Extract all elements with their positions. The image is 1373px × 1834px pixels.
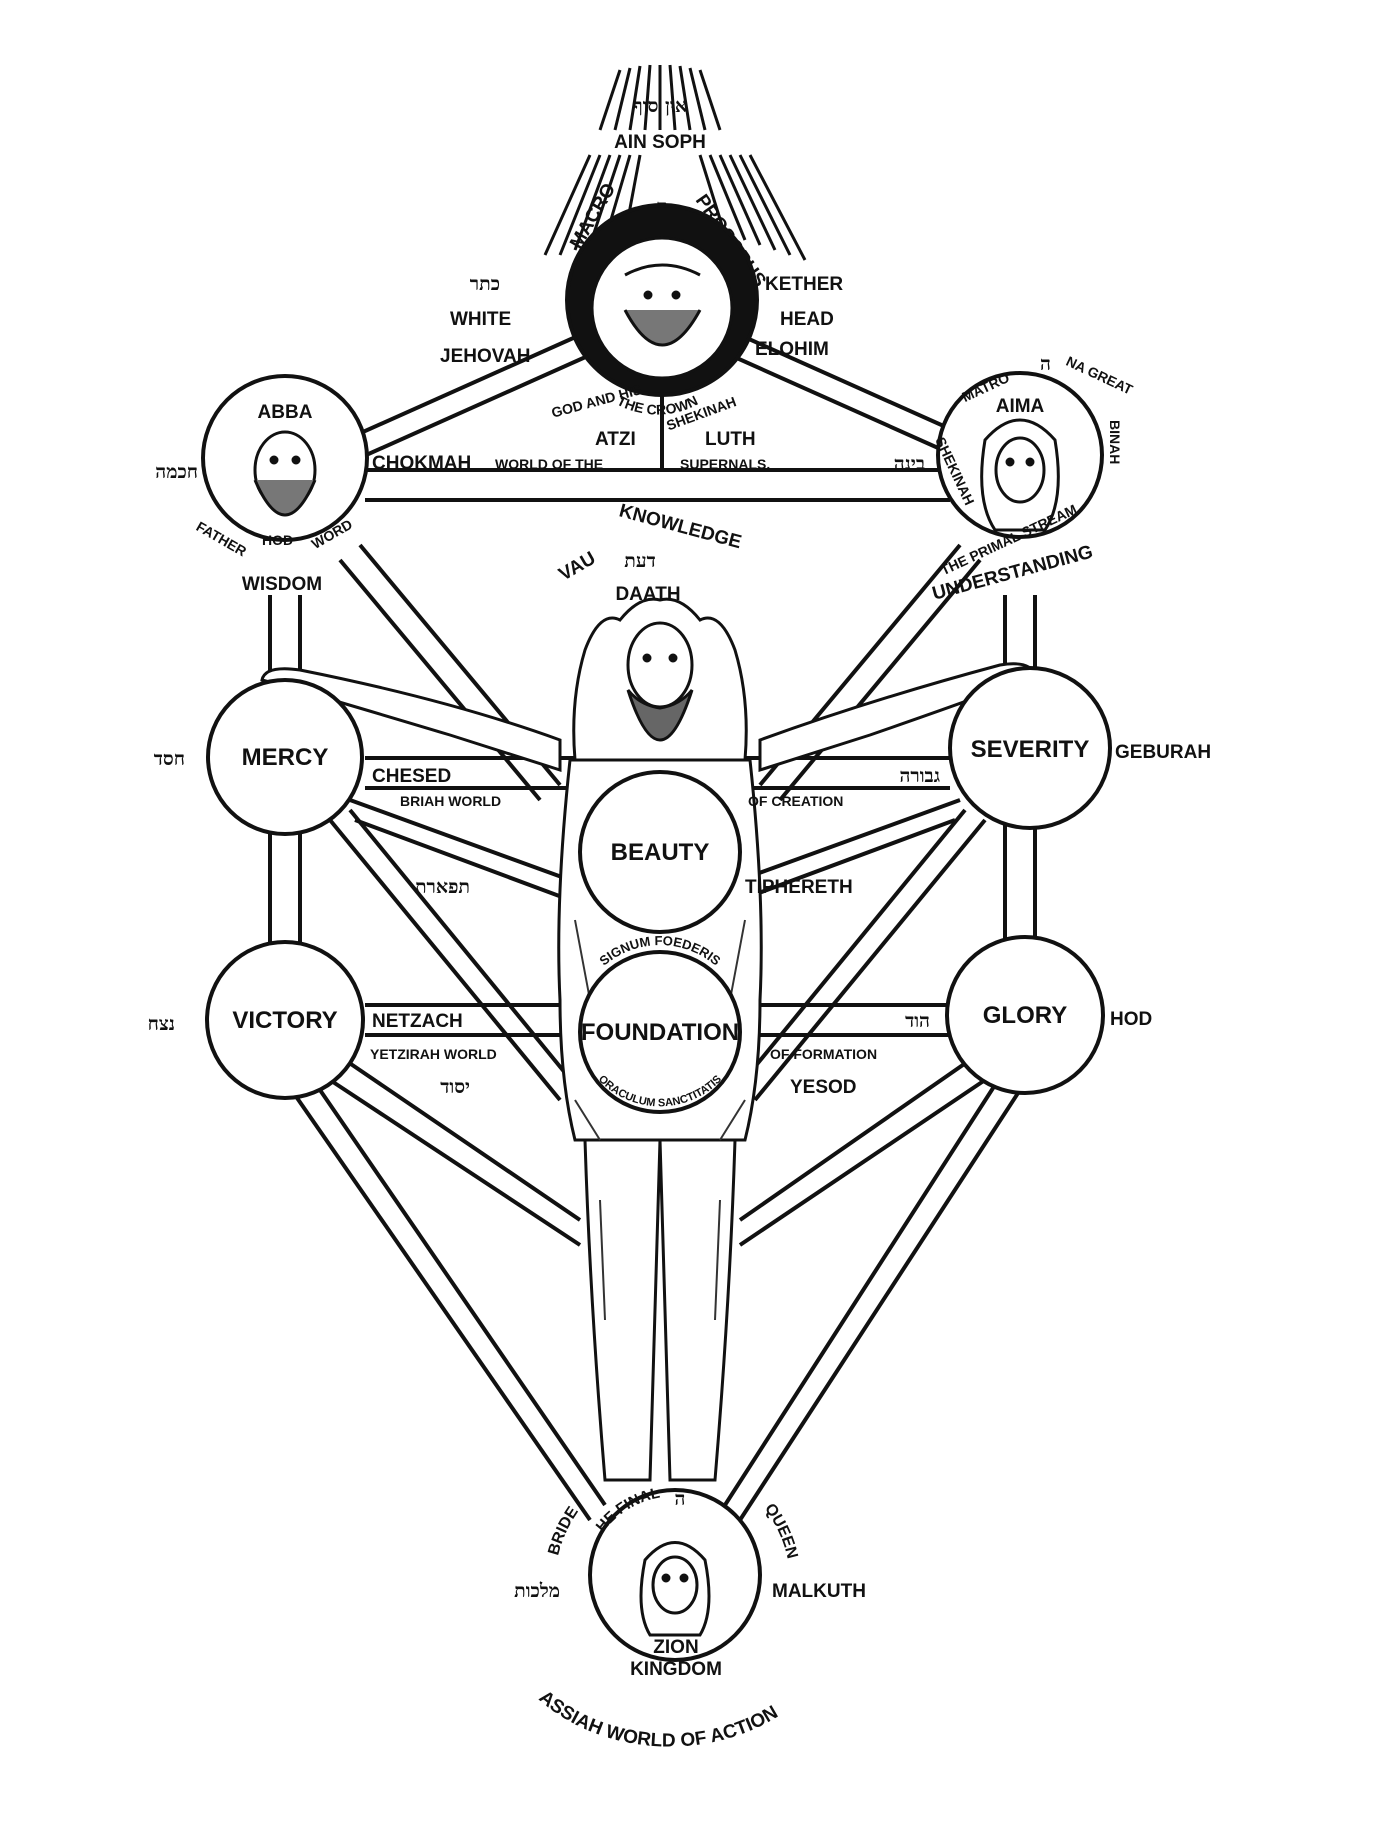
severity-label: SEVERITY (971, 736, 1090, 763)
chesed-label: CHESED (372, 766, 451, 787)
ain-soph-label: AIN SOPH (614, 132, 706, 153)
wisdom-label: WISDOM (242, 574, 322, 595)
ain-soph-hebrew: אין סוף (633, 95, 687, 117)
assiah-label: ASSIAH WORLD OF ACTION (535, 1687, 782, 1752)
kether-face (623, 263, 702, 347)
white-label: WHITE (450, 309, 511, 330)
yesod-label: YESOD (790, 1077, 857, 1098)
daath-hebrew: דעת (624, 550, 655, 572)
chokmah-path-label: CHOKMAH (372, 453, 471, 474)
severity-circle (948, 666, 1112, 830)
tiphereth-label: TIPHERETH (745, 877, 853, 898)
netzach-hebrew: נצח (148, 1013, 175, 1035)
abba-circle (201, 374, 369, 542)
jehovah-label: JEHOVAH (440, 346, 530, 367)
svg-text:ASSIAH WORLD OF ACTION: ASSIAH WORLD OF ACTION (535, 1687, 782, 1752)
briah-world-label: BRIAH WORLD (400, 793, 501, 809)
zion-label: ZION (653, 1637, 698, 1658)
binah-hebrew: בינה (894, 453, 925, 475)
foundation-circle (578, 950, 742, 1114)
of-creation-label: OF CREATION (748, 793, 843, 809)
of-formation-label: OF FORMATION (770, 1046, 877, 1062)
geburah-hebrew: גבורה (899, 765, 940, 787)
malkuth-label: MALKUTH (772, 1581, 866, 1602)
chokmah-hebrew: חכמה (155, 461, 198, 483)
geburah-latin-label: GEBURAH (1115, 742, 1211, 763)
elohim-label: ELOHIM (755, 339, 829, 360)
victory-label: VICTORY (232, 1007, 337, 1034)
kether-inner (590, 236, 734, 380)
glory-circle (945, 935, 1105, 1095)
head-label: HEAD (780, 309, 834, 330)
abba-label: ABBA (258, 402, 313, 423)
tiphereth-hebrew: תפארת (415, 876, 470, 898)
binah-he-glyph: ה (1040, 353, 1051, 375)
netzach-label: NETZACH (372, 1011, 463, 1032)
glory-label: GLORY (983, 1002, 1067, 1029)
hod-word-label: HOD (262, 532, 293, 548)
victory-circle (205, 940, 365, 1100)
world-of-the-label: WORLD OF THE (495, 456, 603, 472)
kether-hebrew: כתר (470, 273, 500, 295)
hod-hebrew: הוד (905, 1010, 930, 1032)
aima-face (980, 418, 1060, 532)
foundation-label: FOUNDATION (581, 1019, 739, 1046)
mercy-circle (206, 678, 364, 836)
atzi-label: ATZI (595, 429, 636, 450)
knowledge-label: KNOWLEDGE (617, 500, 744, 553)
yetzirah-world-label: YETZIRAH WORLD (370, 1046, 497, 1062)
yesod-hebrew: יסוד (440, 1076, 470, 1098)
svg-text:QUEEN: QUEEN (761, 1501, 800, 1561)
queen-label: QUEEN (761, 1501, 800, 1561)
chesed-hebrew: חסד (154, 748, 185, 770)
malkuth-hebrew: מלכות (514, 1580, 560, 1602)
luth-label: LUTH (705, 429, 756, 450)
daath-label: DAATH (615, 584, 680, 605)
supernals-label: SUPERNALS. (680, 456, 770, 472)
abba-face (253, 430, 317, 517)
binah-latin-label: BINAH (1107, 420, 1123, 464)
malkuth-he-glyph: ה (675, 1488, 686, 1510)
malkuth-circle (588, 1488, 762, 1662)
mercy-label: MERCY (242, 744, 329, 771)
beauty-circle (578, 770, 742, 934)
aima-label: AIMA (996, 396, 1045, 417)
hod-latin-label: HOD (1110, 1009, 1152, 1030)
svg-text:BRIDE: BRIDE (545, 1504, 582, 1558)
tree-paths (268, 333, 1037, 1522)
shekinah-kether-label: SHEKINAH (664, 393, 738, 433)
kether-label: KETHER (765, 274, 843, 295)
beauty-label: BEAUTY (611, 839, 710, 866)
malkuth-face (639, 1541, 711, 1637)
vau-label: VAU (555, 548, 599, 586)
aima-circle (936, 371, 1104, 539)
bride-label: BRIDE (545, 1504, 582, 1558)
kingdom-label: KINGDOM (630, 1659, 722, 1680)
